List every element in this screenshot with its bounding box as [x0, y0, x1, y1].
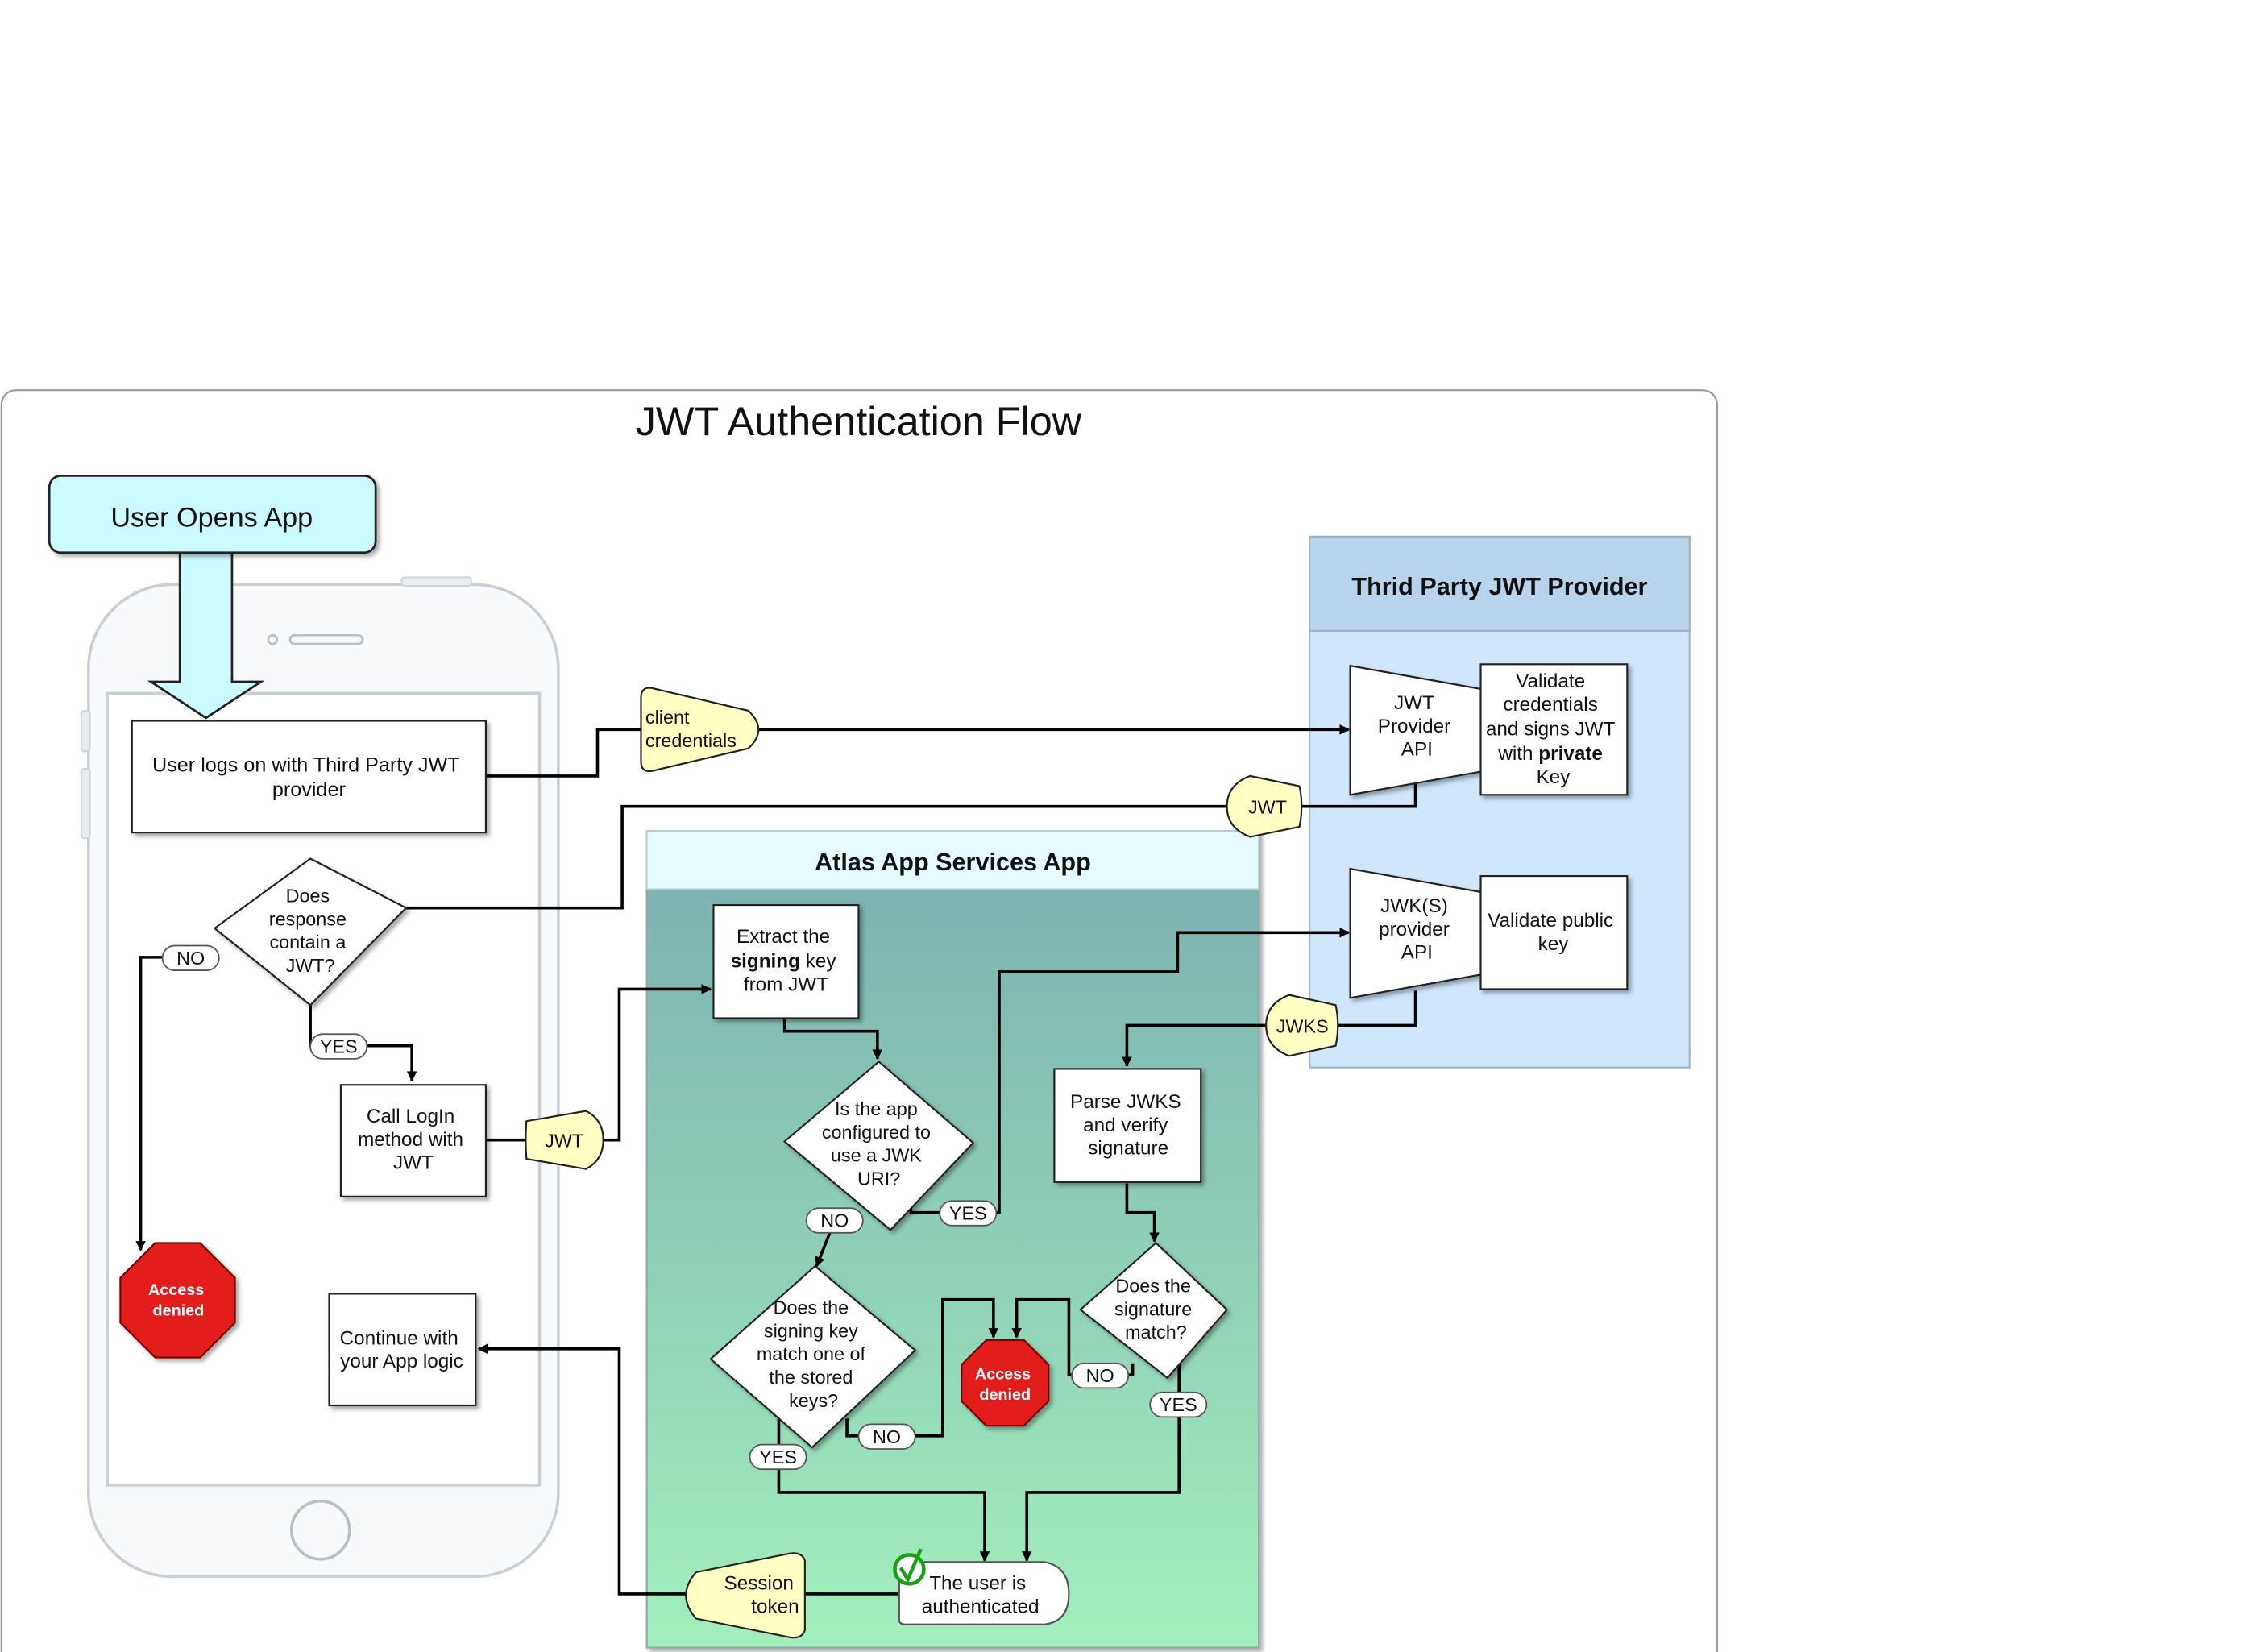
- arrow-extract-to-configured: [782, 1018, 883, 1061]
- user-authenticated-box: The user is authenticated: [893, 1548, 1070, 1625]
- user-opens-app: User Opens App: [48, 475, 377, 720]
- svg-text:Session token: Session token: [724, 1573, 799, 1618]
- svg-text:YES: YES: [759, 1447, 797, 1467]
- response-line-1: Does: [286, 885, 330, 906]
- response-diamond: Does response contain a JWT?: [213, 857, 408, 1007]
- svg-text:Does the signing key: Does the signing key match one of the st…: [757, 1297, 871, 1411]
- jwt-tag-top: JWT: [1226, 774, 1303, 838]
- logon-box: User logs on with Third Party JWT provid…: [131, 720, 487, 834]
- arrow-parse-to-signature: [1125, 1183, 1160, 1243]
- validate-credentials-box: Validate credentials and signs JWT with …: [1479, 663, 1629, 796]
- svg-text:JWT Provider API: JWT Provider API: [1378, 692, 1456, 761]
- jwt-tag-mid: JWT: [525, 1110, 604, 1170]
- jwks-tag: JWKS: [1265, 994, 1339, 1057]
- logon-line-1: User logs on with Third Party JWT: [152, 754, 460, 777]
- validate-public-key-box: Validate public key: [1479, 875, 1629, 990]
- svg-text:Extract the signing key: Extract the signing key from JWT: [731, 926, 842, 995]
- svg-text:NO: NO: [873, 1426, 901, 1447]
- big-down-arrow: [147, 550, 265, 720]
- stored-keys-diamond: Does the signing key match one of the st…: [709, 1264, 917, 1449]
- call-login-line-3: JWT: [393, 1152, 434, 1174]
- stored-no-pill: NO: [857, 1423, 916, 1450]
- access-denied-stop-sign-atlas: Access denied: [961, 1339, 1050, 1427]
- signature-match-diamond: Does the signature match?: [1079, 1241, 1229, 1380]
- svg-text:The user is authenticate: The user is authenticated: [922, 1573, 1040, 1618]
- svg-text:JWT: JWT: [545, 1131, 583, 1152]
- arrow-provider-jwt-to-phone: [379, 780, 1417, 913]
- session-token-tag: Session token: [685, 1552, 806, 1639]
- svg-text:Access denied: Access denied: [975, 1366, 1035, 1404]
- svg-text:Is the app configured to: Is the app configured to use a JWK URI?: [822, 1098, 936, 1189]
- stored-yes-pill: YES: [749, 1443, 807, 1471]
- user-opens-app-label: User Opens App: [110, 502, 313, 533]
- extract-signing-key-box: Extract the signing key from JWT: [712, 904, 860, 1019]
- call-login-line-2: method with: [358, 1129, 463, 1151]
- svg-text:Validate credentials: Validate credentials and signs JWT with …: [1486, 670, 1620, 788]
- jwks-provider-api: JWK(S) provider API: [1349, 867, 1482, 999]
- svg-text:JWKS: JWKS: [1276, 1015, 1329, 1036]
- arrow-stored-no-to-denied: [845, 1297, 999, 1438]
- arrow-logon-to-provider: [485, 724, 1351, 778]
- access-denied-stop-sign-phone: Access denied: [119, 1242, 236, 1359]
- jwt-provider-api: JWT Provider API: [1349, 664, 1482, 796]
- svg-text:YES: YES: [949, 1203, 987, 1224]
- response-line-3: contain a: [269, 932, 346, 953]
- check-icon: [893, 1548, 926, 1586]
- svg-text:Does the signature: Does the signature match?: [1114, 1276, 1197, 1343]
- continue-line-1: Continue with: [340, 1327, 459, 1349]
- phone-yes-pill: YES: [309, 1033, 368, 1060]
- arrow-signature-yes-to-auth: [1021, 1353, 1181, 1562]
- parse-jwks-box: Parse JWKS and verify signature: [1053, 1068, 1202, 1183]
- response-line-4: JWT?: [286, 955, 335, 976]
- client-credentials-tag: client credentials: [640, 687, 760, 773]
- atlas-title: Atlas App Services App: [815, 849, 1091, 876]
- svg-text:Validate public key: Validate public key: [1488, 910, 1619, 955]
- svg-text:client credentials: client credentials: [645, 707, 737, 751]
- svg-text:NO: NO: [820, 1210, 849, 1231]
- continue-line-2: your App logic: [340, 1351, 463, 1372]
- configured-no-pill: NO: [805, 1207, 864, 1234]
- svg-text:Continue with your App l: Continue with your App logic: [340, 1327, 464, 1372]
- arrow-yes-to-jwks-api: [909, 927, 1351, 1214]
- diagram-title: JWT Authentication Flow: [636, 398, 1082, 444]
- call-login-line-1: Call LogIn: [367, 1106, 454, 1127]
- svg-text:Does response cont: Does response contain a JWT?: [269, 885, 352, 975]
- svg-text:JWT: JWT: [1248, 797, 1287, 818]
- svg-text:NO: NO: [176, 948, 205, 969]
- signature-yes-pill: YES: [1149, 1391, 1208, 1418]
- logon-line-2: provider: [272, 778, 346, 801]
- svg-text:NO: NO: [1086, 1365, 1114, 1386]
- svg-text:YES: YES: [320, 1036, 358, 1057]
- svg-text:Call LogIn method with: Call LogIn method with JWT: [358, 1106, 469, 1174]
- call-login-box: Call LogIn method with JWT: [339, 1084, 487, 1197]
- continue-box: Continue with your App logic: [328, 1293, 477, 1407]
- svg-text:JWK(S) provider AP: JWK(S) provider API: [1379, 895, 1454, 964]
- provider-title: Thrid Party JWT Provider: [1351, 573, 1647, 600]
- svg-text:YES: YES: [1160, 1394, 1197, 1415]
- svg-text:Parse JWKS and verify: Parse JWKS and verify signature: [1070, 1091, 1186, 1160]
- configured-yes-pill: YES: [939, 1200, 998, 1227]
- jwk-uri-configured-diamond: Is the app configured to use a JWK URI?: [782, 1061, 975, 1231]
- signature-no-pill: NO: [1071, 1362, 1130, 1389]
- response-line-2: response: [269, 908, 347, 929]
- arrow-signature-no-to-denied: [1011, 1297, 1135, 1377]
- phone-no-pill: NO: [161, 944, 220, 971]
- svg-text:Access denied: Access denied: [148, 1281, 209, 1319]
- svg-text:User logs on with Third Party: User logs on with Third Party JWT provid…: [152, 754, 466, 802]
